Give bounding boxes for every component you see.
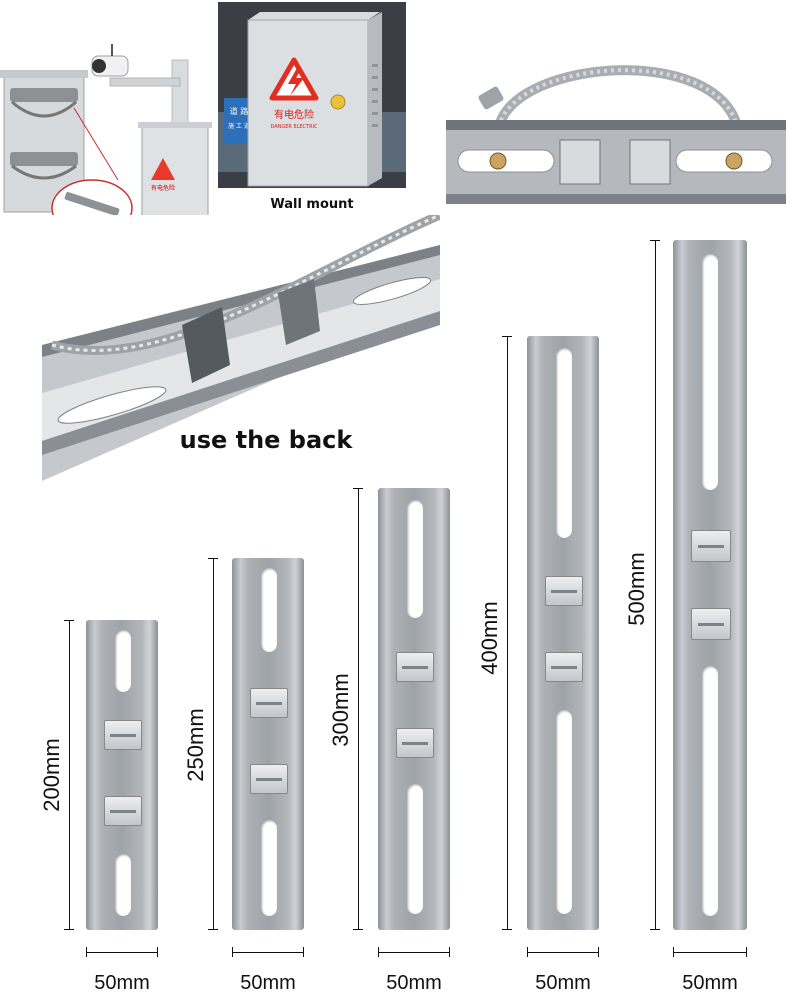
height-label: 200mm bbox=[39, 738, 64, 812]
back-closeup-photo: use the back bbox=[42, 215, 440, 481]
bracket-tab bbox=[104, 796, 142, 826]
dimension-tick bbox=[208, 929, 218, 930]
mounting-bracket bbox=[232, 558, 304, 930]
height-dimension-line bbox=[213, 558, 214, 930]
dimension-tick bbox=[303, 947, 304, 957]
mounting-bracket bbox=[673, 240, 747, 930]
dimension-tick bbox=[746, 947, 747, 957]
cabinet-camera-photo: 有电危险 bbox=[0, 30, 218, 245]
dimension-tick bbox=[157, 947, 158, 957]
dimension-tick bbox=[64, 620, 74, 621]
dimension-tick bbox=[208, 558, 218, 559]
dimension-tick bbox=[353, 929, 363, 930]
bracket-tab bbox=[396, 652, 434, 682]
bracket-tab bbox=[250, 688, 288, 718]
bracket-tab bbox=[545, 652, 583, 682]
dimension-tick bbox=[598, 947, 599, 957]
bracket-slot bbox=[115, 854, 131, 916]
dimension-tick bbox=[673, 947, 674, 957]
back-closeup-caption: use the back bbox=[180, 426, 354, 454]
height-dimension-line bbox=[655, 240, 656, 930]
bracket-slot bbox=[702, 254, 718, 490]
bracket-tab bbox=[691, 608, 731, 640]
danger-sign-text: 有电危险 bbox=[274, 108, 314, 121]
mounting-bracket bbox=[86, 620, 158, 930]
dimension-tick bbox=[650, 929, 660, 930]
height-dimension-line bbox=[69, 620, 70, 930]
bracket-tab bbox=[545, 576, 583, 606]
width-label: 50mm bbox=[682, 972, 738, 994]
mounting-bracket bbox=[527, 336, 599, 930]
dimension-tick bbox=[527, 947, 528, 957]
height-label: 500mm bbox=[624, 552, 649, 626]
dimension-tick bbox=[449, 947, 450, 957]
width-dimension-line bbox=[527, 952, 599, 953]
height-label: 400mm bbox=[477, 601, 502, 675]
width-label: 50mm bbox=[94, 972, 150, 994]
width-dimension-line bbox=[378, 952, 450, 953]
dimension-tick bbox=[378, 947, 379, 957]
bracket-tab bbox=[396, 728, 434, 758]
dimension-tick bbox=[353, 488, 363, 489]
warning-label: 有电危险 bbox=[151, 184, 175, 192]
mounting-bracket bbox=[378, 488, 450, 930]
bracket-slot bbox=[261, 820, 277, 916]
bracket-slot bbox=[407, 784, 423, 914]
dimension-tick bbox=[232, 947, 233, 957]
wall-mount-caption: Wall mount bbox=[270, 197, 353, 212]
street-sign: 道 路 bbox=[230, 106, 249, 116]
bracket-slot bbox=[261, 568, 277, 652]
width-label: 50mm bbox=[535, 972, 591, 994]
bracket-tab bbox=[691, 530, 731, 562]
height-dimension-line bbox=[358, 488, 359, 930]
bracket-slot bbox=[115, 630, 131, 692]
dimension-tick bbox=[86, 947, 87, 957]
width-dimension-line bbox=[232, 952, 304, 953]
dimension-tick bbox=[64, 929, 74, 930]
street-sign-2: 施 工 道 bbox=[228, 122, 250, 130]
height-dimension-line bbox=[507, 336, 508, 930]
bracket-slot bbox=[702, 666, 718, 916]
width-dimension-line bbox=[673, 952, 747, 953]
danger-sign-subtext: DANGER ELECTRIC bbox=[270, 124, 318, 130]
clamp-bracket-photo bbox=[440, 50, 790, 215]
bracket-tab bbox=[104, 720, 142, 750]
width-label: 50mm bbox=[386, 972, 442, 994]
dimension-tick bbox=[650, 240, 660, 241]
dimension-tick bbox=[502, 929, 512, 930]
bracket-slot bbox=[556, 348, 572, 538]
bracket-slot bbox=[407, 500, 423, 618]
height-label: 250mm bbox=[183, 708, 208, 782]
width-dimension-line bbox=[86, 952, 158, 953]
bracket-slot bbox=[556, 710, 572, 914]
height-label: 300mm bbox=[328, 673, 353, 747]
dimension-tick bbox=[502, 336, 512, 337]
width-label: 50mm bbox=[240, 972, 296, 994]
wall-mount-photo: 道 路 施 工 道 有电危险 DANGER ELECTRIC Wall moun… bbox=[218, 2, 406, 214]
bracket-tab bbox=[250, 764, 288, 794]
